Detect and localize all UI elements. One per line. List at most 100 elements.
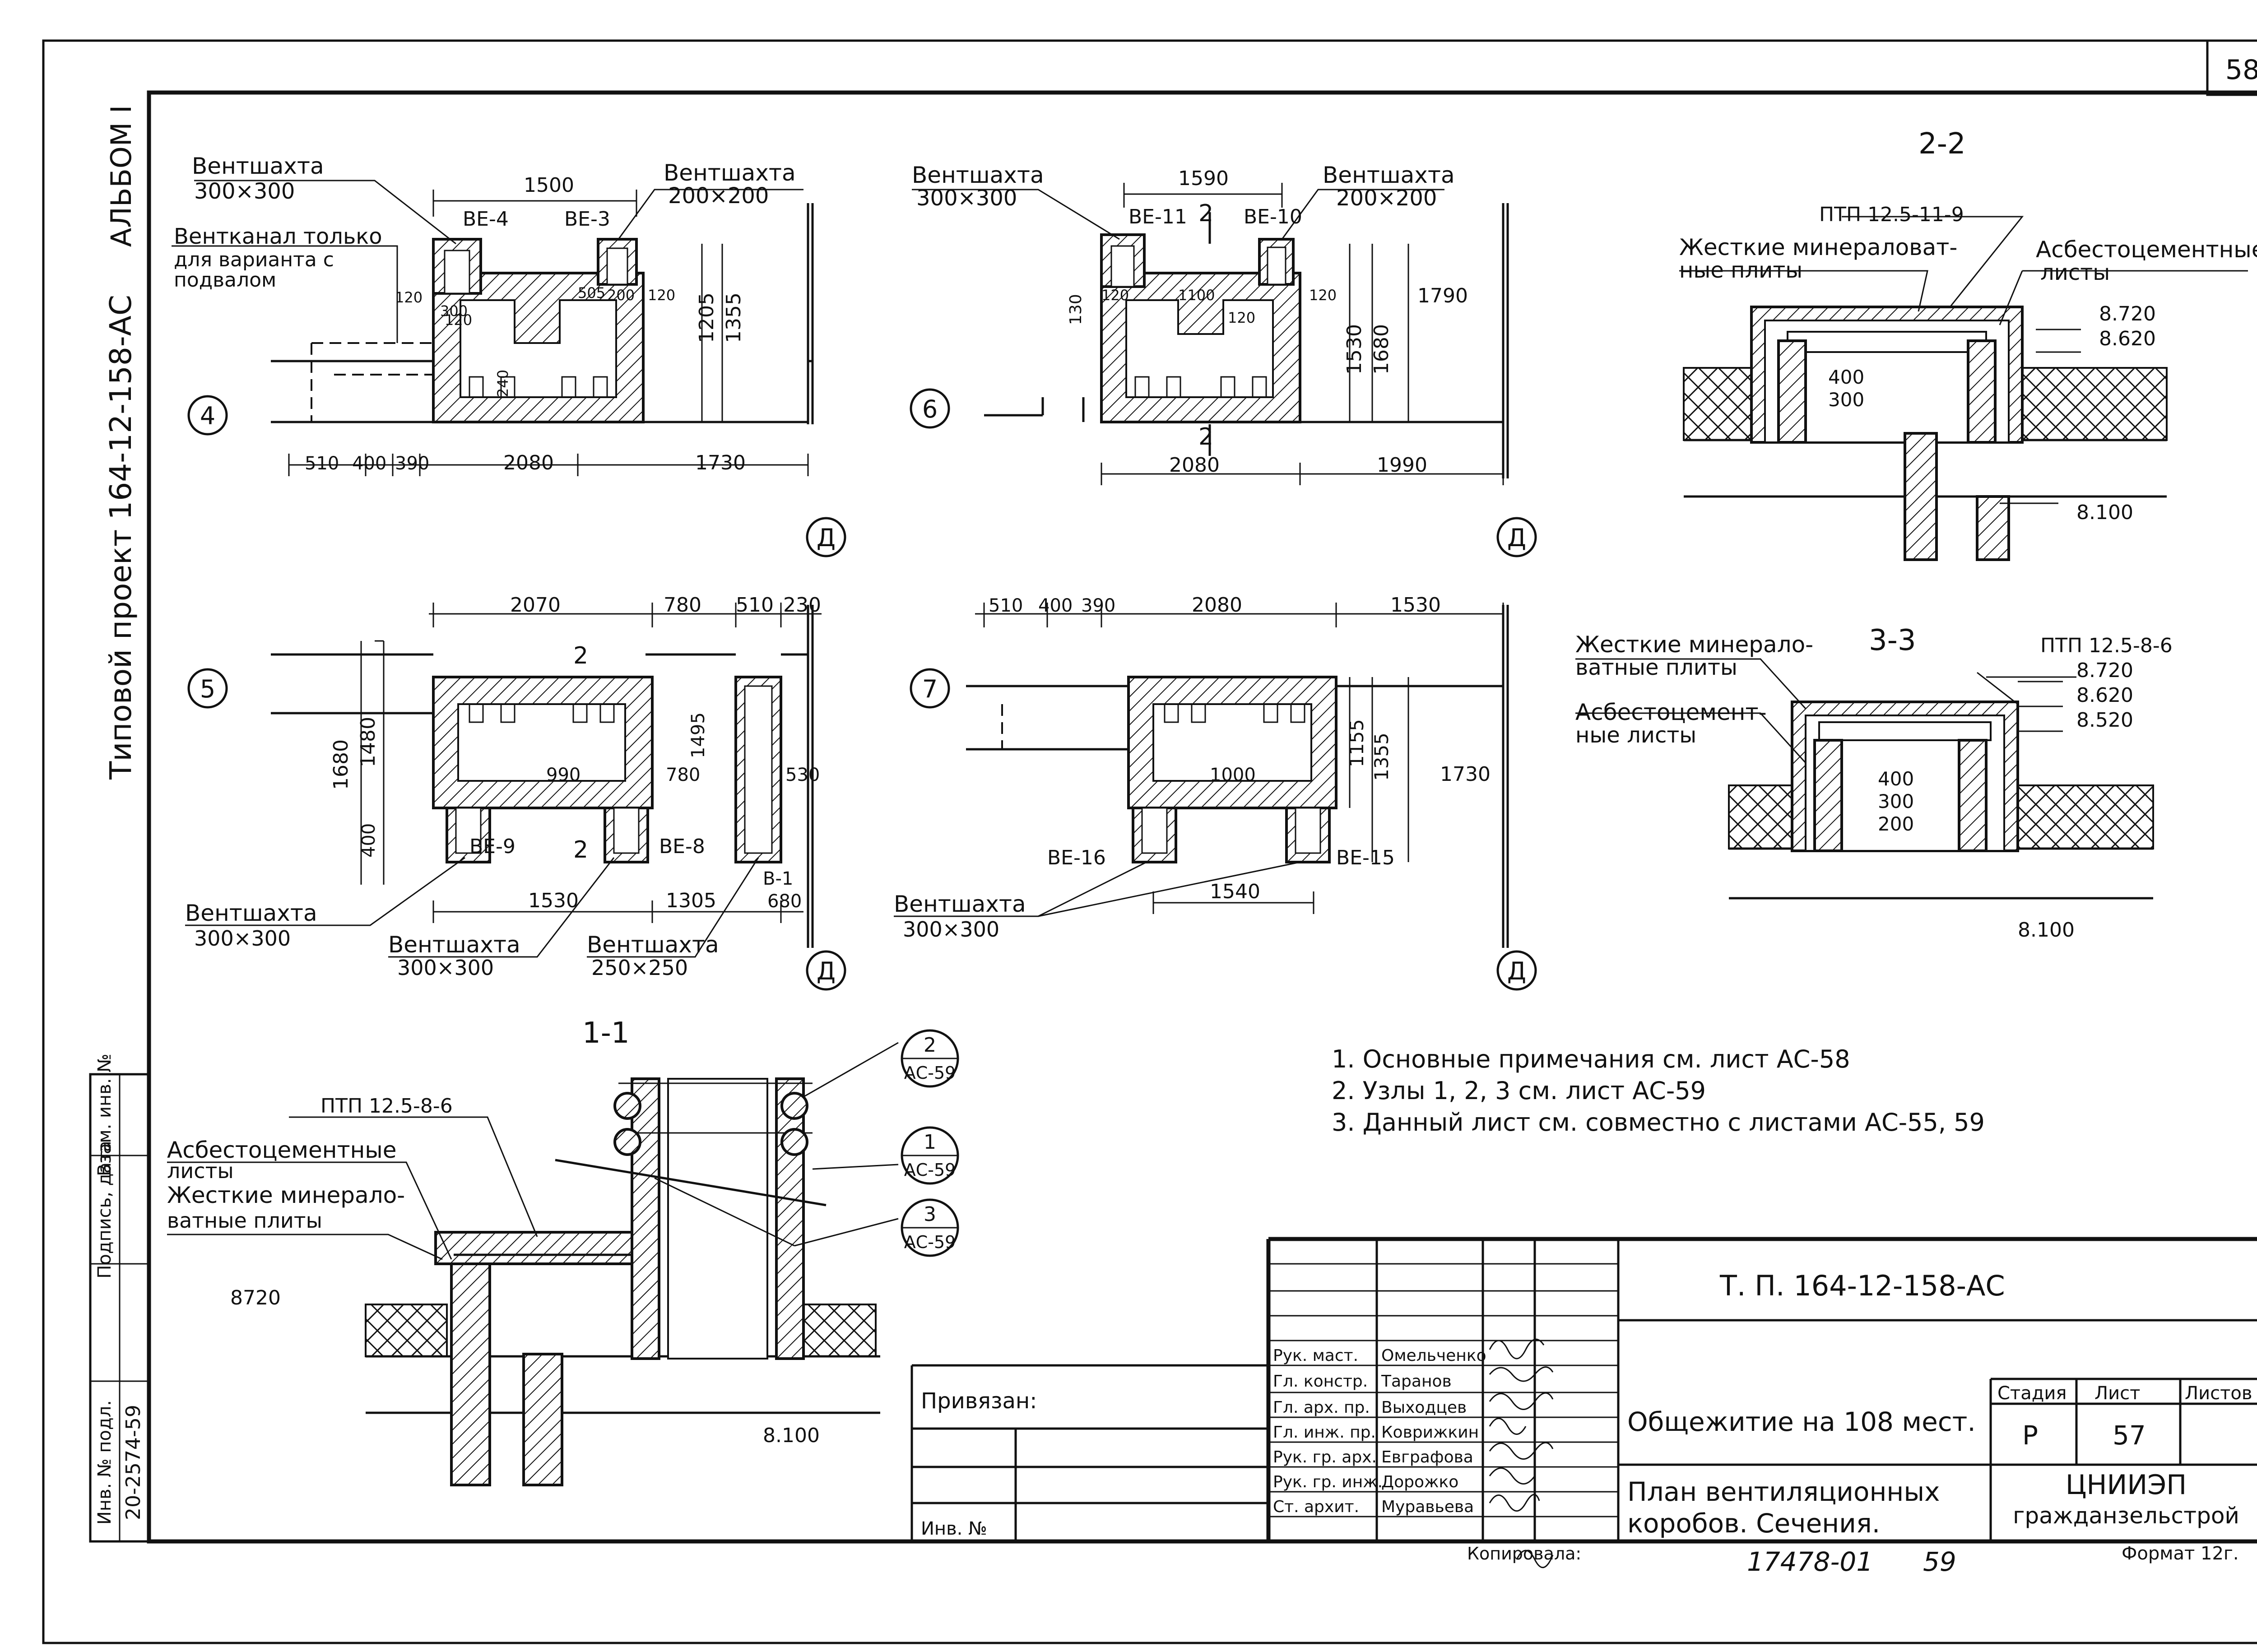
p6-dim-r1: 1530: [1343, 324, 1366, 375]
p6-dim-b1: 2080: [1169, 454, 1220, 477]
p7-dim-t2: 400: [1038, 595, 1073, 616]
s33-title: 3-3: [1869, 624, 1916, 657]
axis-marker-5: [187, 668, 228, 709]
s22-lv3: 8.100: [2076, 501, 2133, 524]
p5-be-c: В-1: [763, 868, 793, 889]
p4-shaft-left-2: 300×300: [194, 179, 295, 204]
sheet-frame: [42, 39, 2257, 1644]
tb-role-7: Ст. архит.: [1273, 1498, 1359, 1516]
s11-lv2: 8.100: [763, 1424, 820, 1447]
stamp-vzam: Взам. инв. №: [94, 1053, 115, 1176]
p7-dim-r2: 1355: [1370, 733, 1393, 781]
p5-dim-b2: 1305: [666, 889, 716, 912]
p5-dim-t4: 230: [783, 594, 821, 617]
p5-dim-t2: 780: [664, 594, 701, 617]
p4-dim-top: 1500: [524, 174, 574, 197]
p4-dim-b1: 510: [305, 453, 339, 474]
tb-name-5: Евграфова: [1381, 1448, 1473, 1466]
p5-shaft2-1: Вентшахта: [388, 932, 520, 958]
plan-axis-5: [185, 603, 822, 958]
s11-callout-3: [901, 1198, 959, 1257]
s11-callout-3-ref: АС-59: [904, 1232, 956, 1252]
stamp-inv-value: 20-2574-59: [122, 1405, 145, 1520]
s33-asb-2: ные листы: [1575, 723, 1696, 748]
s11-title: 1-1: [582, 1016, 630, 1050]
p6-shaft-right-2: 200×200: [1336, 186, 1437, 211]
s11-mineral-2: ватные плиты: [167, 1208, 322, 1233]
p7-dim-r3: 1730: [1440, 763, 1491, 786]
tb-inv-no: Инв. №: [921, 1518, 987, 1539]
tb-role-3: Гл. арх. пр.: [1273, 1398, 1370, 1417]
p7-be-a: ВЕ-16: [1047, 846, 1106, 869]
axis-marker-7: [910, 668, 950, 709]
s33-d2: 300: [1878, 790, 1914, 812]
tb-code: Т. П. 164-12-158-АС: [1719, 1269, 2005, 1302]
s11-callout-2: [901, 1126, 959, 1185]
tb-drawing-2: коробов. Сечения.: [1627, 1508, 1880, 1539]
p5-dim-t1: 2070: [510, 594, 561, 617]
p4-dim-r2: 1355: [722, 292, 745, 343]
s22-title: 2-2: [1918, 127, 1966, 161]
s11-callout-2-num: 1: [924, 1131, 936, 1154]
footer-page: 59: [1923, 1546, 1956, 1577]
p4-dim-i6: 505: [578, 284, 605, 302]
p6-dim-top: 1590: [1178, 167, 1229, 190]
tb-privyazan: Привязан:: [921, 1388, 1037, 1414]
p5-shaft1-1: Вентшахта: [185, 900, 317, 926]
tb-stage: Р: [2022, 1420, 2038, 1451]
p5-shaft3-1: Вентшахта: [587, 932, 719, 958]
tb-name-2: Таранов: [1381, 1372, 1452, 1391]
p4-shaft-right-2: 200×200: [668, 183, 769, 209]
title-block: [910, 1237, 2257, 1541]
p5-shaft3-2: 250×250: [591, 956, 688, 980]
s22-lv1: 8.720: [2099, 302, 2156, 325]
plan-axis-6: [912, 183, 1509, 485]
p7-dim-t1: 510: [989, 595, 1023, 616]
p5-dim-l1: 1680: [330, 739, 353, 790]
tb-name-4: Коврижкин: [1381, 1423, 1479, 1442]
tb-role-4: Гл. инж. пр.: [1273, 1423, 1376, 1442]
s33-lv2: 8.620: [2076, 684, 2133, 707]
p4-dim-i1: 120: [395, 289, 423, 306]
p7-dim-t4: 2080: [1192, 594, 1242, 617]
note-1: 1. Основные примечания см. лист АС-58: [1332, 1045, 1850, 1073]
p6-be-b: ВЕ-10: [1244, 205, 1302, 228]
s22-lv2: 8.620: [2099, 327, 2156, 350]
tb-sheet: 57: [2113, 1420, 2146, 1451]
p5-dim-l3: 400: [358, 823, 379, 858]
axis-d-label-4: Д: [1507, 957, 1526, 985]
s11-callout-1-ref: АС-59: [904, 1063, 956, 1083]
p7-dim-b1: 1540: [1210, 880, 1260, 903]
axis-d-label-1: Д: [817, 524, 836, 552]
p4-channel-2: для варианта с: [174, 248, 334, 271]
p4-dim-b2: 400: [352, 453, 386, 474]
p4-dim-i11: 240: [494, 370, 511, 397]
p5-dim-i7: 780: [666, 765, 700, 785]
axis-d-label-2: Д: [1507, 524, 1526, 552]
p4-dim-i2: 300: [440, 302, 468, 320]
p4-dim-b5: 1730: [695, 451, 746, 474]
tb-name-6: Дорожко: [1381, 1473, 1458, 1491]
p7-shaft-2: 300×300: [903, 917, 999, 942]
p4-dim-i8: 200: [607, 287, 635, 304]
p6-dim-i2: 120: [1101, 287, 1129, 304]
s22-d2: 300: [1828, 389, 1864, 411]
p4-shaft-right-1: Вентшахта: [664, 160, 796, 186]
tb-drawing-1: План вентиляционных: [1627, 1476, 1940, 1507]
p7-shaft-1: Вентшахта: [894, 891, 1026, 917]
p5-be-a: ВЕ-9: [469, 835, 515, 858]
plan-axis-7: [894, 603, 1509, 948]
p7-dim-t3: 390: [1081, 595, 1115, 616]
s33-lv1: 8.720: [2076, 659, 2133, 682]
p7-dim-r1: 1155: [1346, 719, 1368, 767]
s33-d1: 400: [1878, 768, 1914, 790]
p4-dim-r1: 1205: [695, 292, 718, 343]
footer-format: Формат 12г.: [2122, 1543, 2239, 1564]
tb-name-3: Выходцев: [1381, 1398, 1467, 1417]
s22-asb-2: листы: [2040, 260, 2110, 285]
p5-be-b: ВЕ-8: [659, 835, 705, 858]
signatures: [1489, 1338, 1554, 1568]
axis-4-label: 4: [200, 402, 215, 430]
p5-shaft1-2: 300×300: [194, 926, 291, 951]
